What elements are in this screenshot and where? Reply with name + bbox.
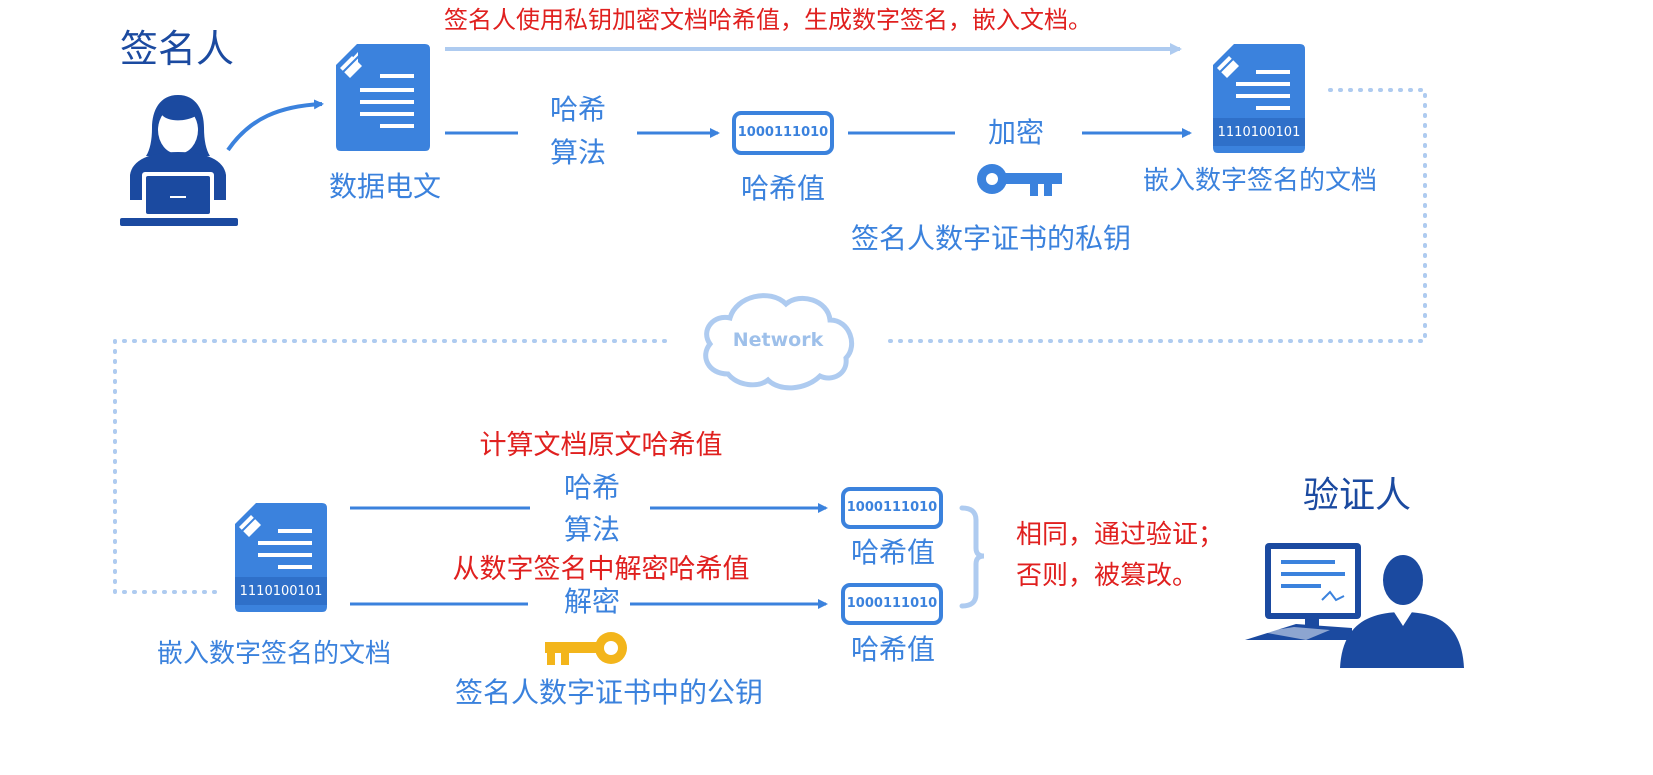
network-label: Network <box>732 329 824 351</box>
signer-algo-label-line2: 算法 <box>549 136 607 169</box>
signer-to-doc-arrow <box>226 99 324 152</box>
verify-hash-label-1: 哈希值 <box>850 536 936 569</box>
verification-result-line2: 否则，被篡改。 <box>1016 561 1199 591</box>
signer-hash-box <box>732 111 834 155</box>
comparison-brace <box>959 505 985 609</box>
signer-hash-label: 哈希值 <box>740 172 826 205</box>
verify-algo-label-line1: 哈希 <box>563 471 621 504</box>
signed-document-icon-top <box>1213 44 1305 153</box>
verification-result-line1: 相同，通过验证； <box>1016 520 1225 550</box>
signed-doc-bits-top: 1110100101 <box>1217 125 1301 140</box>
signer-hash-box-text: 1000111010 <box>737 125 829 140</box>
verify-algo-label-line2: 算法 <box>563 513 621 546</box>
data-document-label: 数据电文 <box>328 170 442 203</box>
public-key-icon <box>545 632 627 665</box>
verify-hash-box-2-text: 1000111010 <box>846 596 938 611</box>
compute-hash-caption: 计算文档原文哈希值 <box>479 430 723 461</box>
network-path-left <box>113 339 667 594</box>
signed-doc-bits-bottom: 1110100101 <box>239 584 323 599</box>
private-key-label: 签名人数字证书的私钥 <box>851 222 1132 255</box>
signer-algo-label-line1: 哈希 <box>549 93 607 126</box>
signer-title: 签名人 <box>120 27 235 71</box>
public-key-label: 签名人数字证书中的公钥 <box>454 676 764 709</box>
network-cloud-icon <box>703 293 855 391</box>
private-key-icon <box>977 164 1062 196</box>
verifier-title: 验证人 <box>1303 475 1412 516</box>
signer-top-caption: 签名人使用私钥加密文档哈希值，生成数字签名，嵌入文档。 <box>444 6 1092 34</box>
signer-person-icon <box>120 95 238 226</box>
signed-document-icon-bottom <box>235 503 327 612</box>
verify-hash-box-2 <box>841 583 943 625</box>
decrypt-hash-caption: 从数字签名中解密哈希值 <box>452 554 750 585</box>
verify-hash-box-1-text: 1000111010 <box>846 500 938 515</box>
verifier-computer-icon <box>1245 543 1361 640</box>
signed-document-label-bottom: 嵌入数字签名的文档 <box>157 639 392 669</box>
network-path-right <box>888 88 1427 343</box>
verify-hash-label-2: 哈希值 <box>850 633 936 666</box>
data-document-icon <box>336 44 430 151</box>
decrypt-label: 解密 <box>563 585 621 618</box>
verifier-person-icon <box>1340 555 1464 668</box>
signed-document-label-top: 嵌入数字签名的文档 <box>1143 166 1378 196</box>
encrypt-label: 加密 <box>987 116 1045 149</box>
verify-hash-box-1 <box>841 487 943 529</box>
